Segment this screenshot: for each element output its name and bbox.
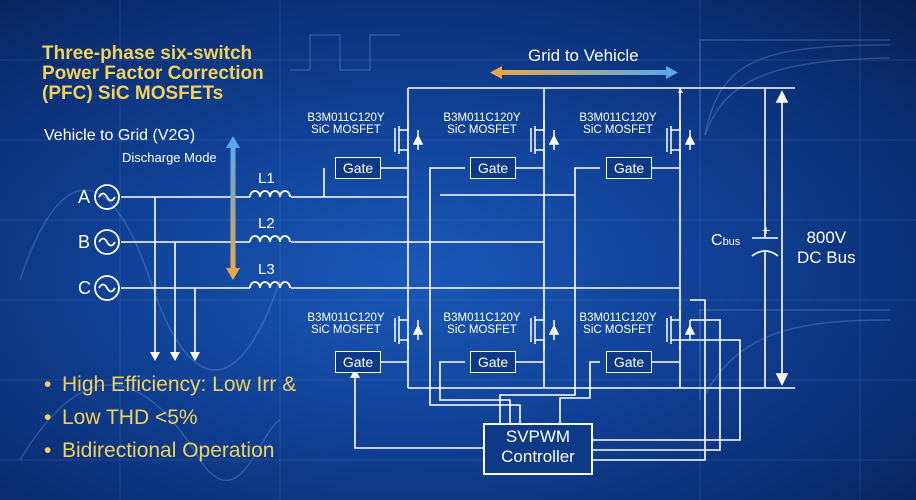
mosfet-part: B3M011C120Y bbox=[579, 312, 657, 324]
phase-b-label: B bbox=[78, 232, 91, 252]
gate-top-3: Gate bbox=[606, 157, 652, 179]
gate-bottom-2: Gate bbox=[470, 351, 516, 373]
dc-bus-voltage: 800V bbox=[806, 228, 847, 247]
phase-sources bbox=[94, 184, 120, 301]
mosfet-type: SiC MOSFET bbox=[447, 124, 517, 136]
bullet-item-3: •Bidirectional Operation bbox=[44, 439, 275, 462]
mosfet-symbol-bottom-2 bbox=[530, 310, 560, 350]
gate-top-2: Gate bbox=[470, 157, 516, 179]
phase-c-label: C bbox=[78, 278, 91, 298]
gate-bottom-1: Gate bbox=[335, 351, 381, 373]
mosfet-part: B3M011C120Y bbox=[307, 112, 385, 124]
inductor-l1-label: L1 bbox=[258, 170, 275, 187]
v2g-arrow bbox=[226, 136, 240, 280]
mosfet-part: B3M011C120Y bbox=[307, 312, 385, 324]
mosfet-part: B3M011C120Y bbox=[443, 312, 521, 324]
mosfet-symbols bbox=[394, 120, 696, 350]
svpwm-controller: SVPWM Controller bbox=[483, 423, 593, 475]
title-line-1: Three-phase six-switch bbox=[42, 43, 253, 64]
mosfet-symbol-top-1 bbox=[394, 120, 424, 160]
mosfet-part: B3M011C120Y bbox=[579, 112, 657, 124]
controller-line-1: SVPWM bbox=[505, 427, 571, 446]
controller-line-2: Controller bbox=[501, 447, 575, 466]
inductor-l2-label: L2 bbox=[258, 215, 275, 232]
phase-a-label: A bbox=[78, 187, 91, 207]
v2g-label: Vehicle to Grid (V2G) bbox=[44, 127, 196, 144]
wiring bbox=[121, 87, 795, 461]
bullet-text-2: Low THD <5% bbox=[62, 406, 198, 429]
mosfet-symbol-bottom-1 bbox=[394, 310, 424, 350]
diagram-title: Three-phase six-switch Power Factor Corr… bbox=[42, 44, 264, 104]
bullet-text-3: Bidirectional Operation bbox=[62, 439, 275, 462]
mosfet-type: SiC MOSFET bbox=[311, 324, 381, 336]
bullet-item-2: •Low THD <5% bbox=[44, 406, 198, 429]
cbus-plus: + bbox=[762, 222, 771, 238]
feature-bullets: •High Efficiency: Low Irr & •Low THD <5%… bbox=[44, 368, 296, 467]
cbus-label: Cbus bbox=[711, 232, 740, 250]
bullet-text-1: High Efficiency: Low Irr & bbox=[62, 373, 297, 396]
mosfet-type: SiC MOSFET bbox=[583, 324, 653, 336]
sensing-arrows bbox=[150, 88, 683, 378]
v2g-mode: Discharge Mode bbox=[122, 150, 217, 165]
dc-bus-label: 800V DC Bus bbox=[797, 228, 856, 268]
mosfet-symbol-top-3 bbox=[666, 120, 696, 160]
mosfet-symbol-bottom-3 bbox=[666, 310, 696, 350]
background-plots bbox=[19, 34, 891, 481]
mosfet-type: SiC MOSFET bbox=[311, 124, 381, 136]
inductors bbox=[249, 190, 291, 289]
dc-bus-arrow bbox=[775, 90, 789, 386]
title-line-2: Power Factor Correction bbox=[42, 63, 264, 84]
gate-bottom-3: Gate bbox=[606, 351, 652, 373]
title-line-3: (PFC) SiC MOSFETs bbox=[42, 83, 224, 104]
cbus-main: C bbox=[711, 232, 723, 249]
dc-bus-text: DC Bus bbox=[797, 248, 856, 267]
bullet-item-1: •High Efficiency: Low Irr & bbox=[44, 373, 297, 396]
mosfet-type: SiC MOSFET bbox=[583, 124, 653, 136]
inductor-l3-label: L3 bbox=[258, 261, 275, 278]
g2v-label: Grid to Vehicle bbox=[528, 46, 639, 65]
mosfet-symbol-top-2 bbox=[530, 120, 560, 160]
g2v-arrow bbox=[490, 66, 678, 79]
cbus-subscript: bus bbox=[722, 236, 741, 248]
mosfet-part: B3M011C120Y bbox=[443, 112, 521, 124]
gate-top-1: Gate bbox=[335, 157, 381, 179]
mosfet-type: SiC MOSFET bbox=[447, 324, 517, 336]
